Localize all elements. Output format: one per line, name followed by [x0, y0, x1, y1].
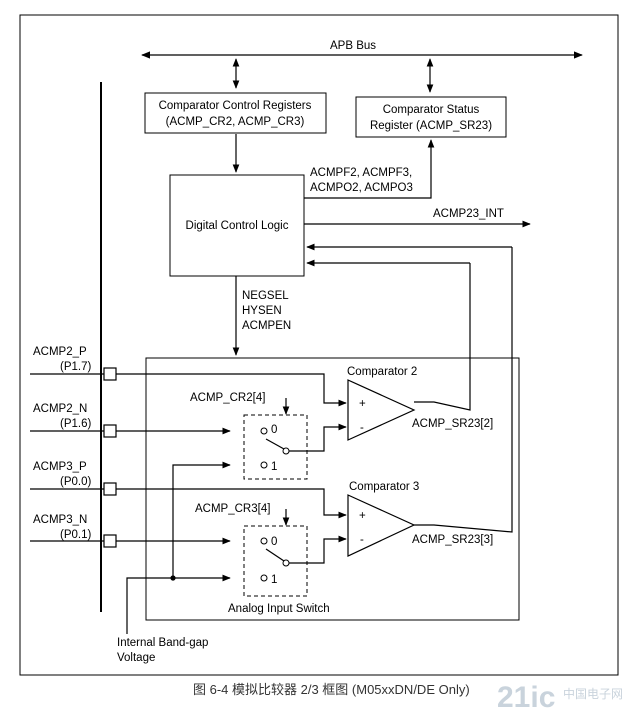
switch2-terminal-1	[260, 461, 268, 469]
switch3-to-comp3-wire	[289, 535, 347, 564]
pin-acmp3-n-port: (P0.1)	[60, 529, 91, 541]
comp2-output-wire	[414, 263, 471, 411]
comp2-minus: -	[360, 422, 364, 434]
comparator-3: + -	[347, 494, 416, 557]
apb-bus: APB Bus	[141, 40, 583, 59]
pin-pad-acmp3-p	[103, 482, 117, 496]
switch2-lever	[265, 438, 285, 450]
switch3-terminal-0	[260, 537, 268, 545]
comp3-output-wire	[414, 247, 513, 533]
status-register-name: Register (ACMP_SR23)	[370, 120, 492, 132]
apb-bus-label: APB Bus	[330, 40, 376, 52]
ctrl-signal-acmpen: ACMPEN	[242, 320, 291, 332]
watermark-main: 21ic	[497, 681, 555, 714]
comp2-select-label: ACMP_CR2[4]	[190, 392, 265, 404]
analog-switch-comp2: ACMP_CR2[4] 0 1	[190, 392, 308, 480]
comp3-minus: -	[360, 534, 364, 546]
switch3-0-label: 0	[271, 536, 277, 548]
status-register-title: Comparator Status	[383, 104, 480, 116]
switch3-lever	[265, 548, 285, 562]
pin-acmp2-p-port: (P1.7)	[60, 361, 91, 373]
ctrl-signal-hysen: HYSEN	[242, 305, 282, 317]
comp2-plus: +	[359, 398, 366, 410]
pin-pad-acmp2-p	[103, 367, 117, 381]
figure-caption: 图 6-4 模拟比较器 2/3 框图 (M05xxDN/DE Only)	[193, 682, 470, 697]
comp2-title: Comparator 2	[347, 366, 417, 378]
pin-acmp3-p-port: (P0.0)	[60, 476, 91, 488]
ctrl-signal-negsel: NEGSEL	[242, 290, 289, 302]
switch3-1-label: 1	[271, 574, 277, 586]
pin-pad-acmp3-n	[103, 534, 117, 548]
acmp2-p-wire	[116, 373, 347, 407]
analog-switch-comp3: ACMP_CR3[4] 0 1	[195, 503, 308, 597]
comparator-2: + -	[347, 379, 416, 441]
analog-input-switch-label: Analog Input Switch	[228, 603, 330, 615]
acmp3-p-wire	[116, 488, 347, 519]
watermark-logo: 21ic 中国电子网	[497, 681, 623, 714]
comp2-output-label: ACMP_SR23[2]	[412, 418, 493, 430]
bandgap-to-comp2-wire	[172, 461, 231, 578]
ctrl-registers-names: (ACMP_CR2, ACMP_CR3)	[166, 116, 305, 128]
pin-acmp2-p-name: ACMP2_P	[33, 346, 87, 358]
bandgap-wire	[126, 574, 231, 634]
logic-to-status-arrow	[304, 139, 435, 199]
comp3-output-label: ACMP_SR23[3]	[412, 534, 493, 546]
ctrl-registers-box: Comparator Control Registers (ACMP_CR2, …	[144, 92, 327, 134]
bandgap-label-line2: Voltage	[117, 652, 155, 664]
bandgap-junction-dot	[170, 575, 176, 581]
switch2-0-label: 0	[271, 424, 277, 436]
digital-control-logic-label: Digital Control Logic	[186, 220, 289, 232]
comp3-title: Comparator 3	[349, 481, 419, 493]
bandgap-label-line1: Internal Band-gap	[117, 637, 208, 649]
figure-frame	[19, 14, 619, 676]
switch3-terminal-1	[260, 574, 268, 582]
pin-pad-acmp2-n	[103, 424, 117, 438]
switch2-to-comp2-wire	[289, 423, 347, 452]
ctrl-registers-title: Comparator Control Registers	[159, 100, 312, 112]
pin-acmp3-n-name: ACMP3_N	[33, 514, 87, 526]
flags-line1: ACMPF2, ACMPF3,	[310, 167, 412, 179]
interrupt-label: ACMP23_INT	[433, 208, 504, 220]
pin-acmp2-n-name: ACMP2_N	[33, 403, 87, 415]
watermark-sub: 中国电子网	[563, 686, 623, 701]
comp3-select-label: ACMP_CR3[4]	[195, 503, 270, 515]
status-register-box: Comparator Status Register (ACMP_SR23)	[355, 96, 507, 138]
flags-line2: ACMPO2, ACMPO3	[310, 182, 413, 194]
switch2-1-label: 1	[271, 461, 277, 473]
pin-acmp3-p-name: ACMP3_P	[33, 461, 87, 473]
switch2-terminal-0	[260, 427, 268, 435]
digital-control-logic-box: Digital Control Logic	[169, 174, 305, 277]
pin-acmp2-n-port: (P1.6)	[60, 418, 91, 430]
comp3-plus: +	[359, 510, 366, 522]
